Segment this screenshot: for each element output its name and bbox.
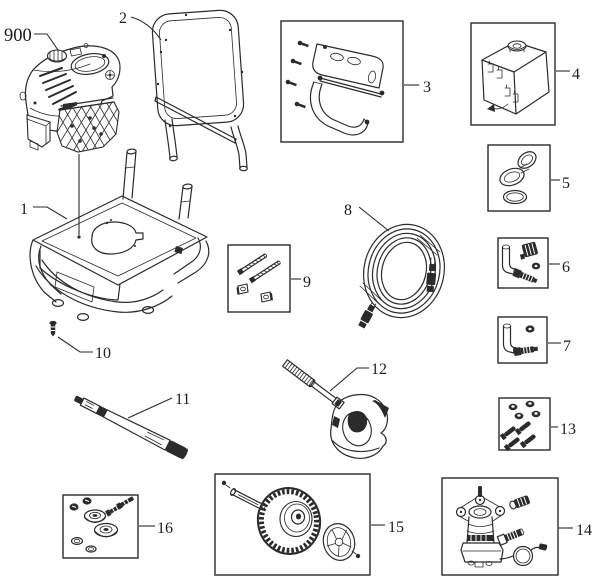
part-label-11: 11 — [175, 391, 190, 408]
washer-icon — [70, 536, 97, 553]
tank-cap-icon — [507, 40, 527, 53]
part-label-9: 9 — [303, 274, 311, 291]
bolt-icon — [116, 496, 135, 510]
handle-frame-illustration — [151, 9, 248, 172]
part-label-6: 6 — [562, 259, 570, 276]
part-7-box — [497, 316, 548, 364]
leader-lines — [33, 16, 573, 529]
handle-post-icon — [122, 148, 193, 220]
hose-coupler-icon — [426, 257, 437, 293]
part-label-10: 10 — [95, 345, 111, 362]
part-label-900: 900 — [4, 26, 32, 46]
part-14-box — [441, 477, 559, 576]
threaded-fitting-icon — [513, 346, 539, 356]
bolt-icon — [248, 260, 281, 284]
cap-and-oring-illustration — [499, 151, 537, 205]
tube-coil-icon — [499, 543, 548, 567]
hose-coupler-icon — [358, 301, 377, 329]
axle-icon — [229, 488, 266, 511]
part-label-12: 12 — [371, 361, 387, 378]
cart-base-frame-illustration — [29, 148, 210, 322]
clip-icon — [221, 480, 231, 489]
shaft-key-icon — [478, 486, 482, 497]
clip-icon — [487, 60, 519, 103]
leader-2 — [130, 16, 162, 41]
fuel-cap-icon — [46, 43, 89, 63]
part-label-1: 1 — [20, 201, 28, 218]
screw-illustration — [49, 320, 57, 337]
pump-assembly-illustration — [455, 486, 548, 568]
leader-1 — [33, 206, 68, 220]
bolt-icon — [236, 253, 267, 276]
leader-11 — [127, 397, 173, 419]
tube-fitting-kit-illustration — [502, 323, 539, 356]
muffler-grille-icon — [56, 97, 120, 153]
part-label-7: 7 — [563, 338, 571, 355]
leader-900 — [34, 33, 59, 51]
bolt-icon — [499, 421, 536, 452]
roller-icon — [83, 509, 119, 538]
part-4-box — [470, 22, 556, 126]
bolt-and-nut-kit-illustration — [236, 253, 281, 303]
roller-hardware-kit-illustration — [69, 496, 135, 553]
screw-icon — [285, 40, 309, 109]
fuel-tank-illustration — [481, 40, 550, 115]
wheel-icon — [256, 487, 322, 555]
part-9-box — [227, 244, 291, 313]
part-label-3: 3 — [423, 79, 431, 96]
arrow-icon — [487, 103, 509, 112]
vent-icon — [105, 70, 115, 80]
flange-nut-icon — [508, 400, 541, 420]
part-label-14: 14 — [576, 522, 592, 539]
knob-icon — [519, 241, 538, 260]
hubcap-icon — [322, 523, 356, 561]
heat-shield-kit-illustration — [285, 40, 385, 136]
part-6-box — [497, 237, 549, 289]
leader-12 — [329, 367, 369, 392]
outlet-fitting-icon — [496, 528, 524, 546]
high-pressure-hose-illustration — [358, 223, 446, 329]
part-label-16: 16 — [157, 520, 173, 537]
leader-8 — [358, 206, 390, 232]
rivet-icon — [156, 13, 244, 128]
part-label-8: 8 — [344, 202, 352, 219]
spray-wand-illustration — [74, 395, 188, 460]
plug-fitting-icon — [509, 495, 530, 510]
wheel-kit-illustration — [221, 480, 361, 561]
engine-mount-alignment-line — [77, 154, 109, 239]
engine-illustration — [19, 43, 121, 153]
tube-fitting-kit-illustration — [501, 241, 541, 284]
clip-nut-icon — [236, 283, 273, 303]
spray-gun-illustration — [281, 359, 389, 459]
part-label-15: 15 — [388, 519, 404, 536]
part-label-13: 13 — [560, 421, 576, 438]
part-labels: 900 2 1 10 3 4 5 6 7 8 9 11 12 13 14 15 … — [4, 10, 592, 539]
leader-10 — [57, 336, 93, 353]
threaded-fitting-icon — [512, 268, 538, 284]
part-label-2: 2 — [119, 10, 127, 27]
part-label-4: 4 — [572, 66, 580, 83]
part-label-5: 5 — [562, 175, 570, 192]
clip-icon — [351, 550, 361, 559]
hardware-kit-illustration — [499, 400, 541, 452]
